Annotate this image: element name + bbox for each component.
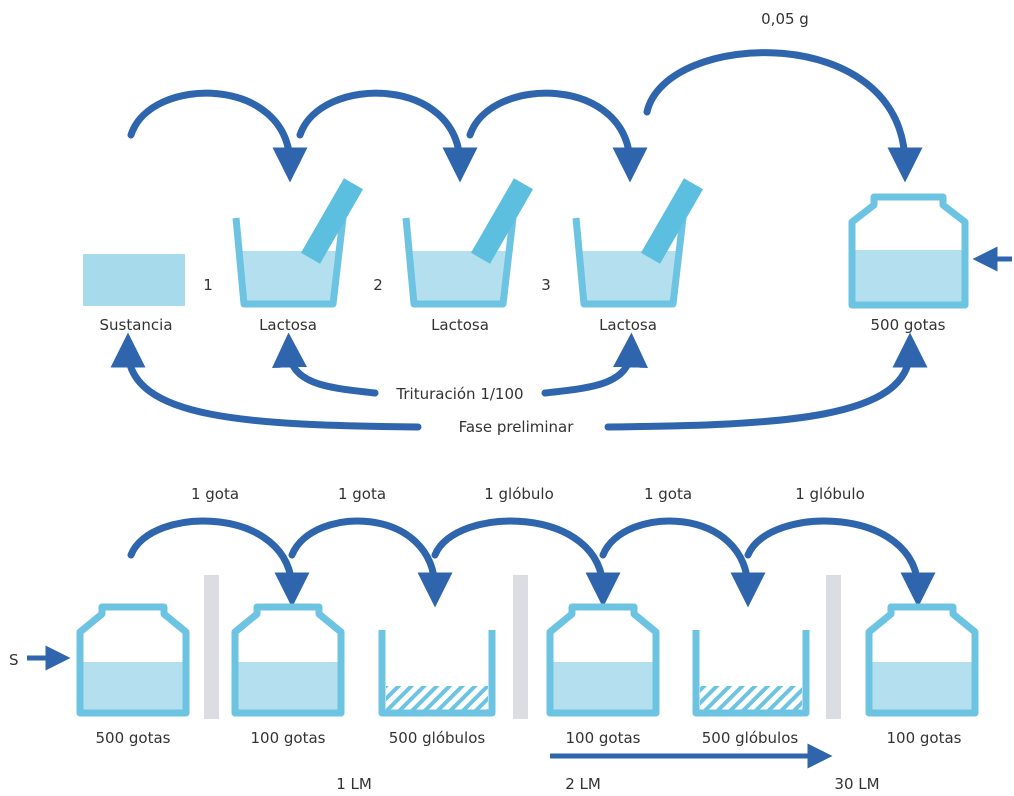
- bottle-500-gotas-top: [848, 193, 969, 309]
- label-sustancia: Sustancia: [99, 316, 172, 334]
- pestle-1: [300, 178, 364, 264]
- top-transfer-arrows: [127, 49, 923, 183]
- bottom-transfer-arrows: [127, 517, 936, 608]
- arrow-bottom-2: [288, 517, 453, 608]
- arrow-sustancia-to-lactosa-1: [127, 89, 308, 183]
- arrow-bottom-1: [127, 517, 310, 608]
- fase-preliminar-arrows: [110, 332, 928, 431]
- transfer-label-5: 1 glóbulo: [795, 485, 865, 503]
- bottle-500-gotas: [76, 603, 190, 717]
- arrow-lactosa-3-to-gotas: [643, 49, 923, 183]
- label-lactosa-3: Lactosa: [599, 316, 657, 334]
- label-lactosa-2: Lactosa: [431, 316, 489, 334]
- transfer-label-1: 1 gota: [191, 485, 239, 503]
- pestle-3: [640, 178, 704, 264]
- mortar-1: [232, 178, 364, 308]
- level-label-2lm: 2 LM: [565, 775, 601, 793]
- arrow-bottom-5: [744, 517, 936, 608]
- bottle-100-gotas-1: [231, 603, 345, 717]
- separator-3: [826, 575, 841, 719]
- mortar-3: [572, 178, 704, 308]
- container-label-2: 100 gotas: [251, 729, 326, 747]
- mass-label: 0,05 g: [761, 10, 809, 28]
- step-number-1: 1: [203, 276, 213, 294]
- arrow-bottom-3: [431, 517, 621, 608]
- bottle-100-gotas-3: [865, 603, 979, 717]
- level-label-30lm: 30 LM: [834, 775, 879, 793]
- container-label-6: 100 gotas: [887, 729, 962, 747]
- sustancia-block: [83, 254, 185, 306]
- label-500-gotas-top: 500 gotas: [871, 316, 946, 334]
- label-lactosa-1: Lactosa: [259, 316, 317, 334]
- dish-500-globulos-1: [378, 630, 496, 717]
- label-s: S: [9, 651, 19, 669]
- container-label-3: 500 glóbulos: [389, 729, 486, 747]
- container-label-1: 500 gotas: [96, 729, 171, 747]
- step-number-3: 3: [541, 276, 551, 294]
- dish-500-globulos-2: [692, 630, 810, 717]
- transfer-label-2: 1 gota: [338, 485, 386, 503]
- label-trituracion: Trituración 1/100: [395, 385, 523, 403]
- transfer-label-3: 1 glóbulo: [484, 485, 554, 503]
- arrow-bottom-4: [599, 517, 766, 608]
- arrow-lactosa-2-to-lactosa-3: [466, 89, 648, 183]
- step-number-2: 2: [373, 276, 383, 294]
- container-label-4: 100 gotas: [566, 729, 641, 747]
- bottle-100-gotas-2: [546, 603, 660, 717]
- separator-2: [513, 575, 528, 719]
- label-fase-preliminar: Fase preliminar: [459, 418, 575, 436]
- pestle-2: [470, 178, 534, 264]
- mortar-2: [402, 178, 534, 308]
- separator-1: [204, 575, 219, 719]
- container-label-5: 500 glóbulos: [702, 729, 799, 747]
- level-label-1lm: 1 LM: [336, 775, 372, 793]
- arrow-lactosa-1-to-lactosa-2: [296, 89, 478, 183]
- trituracion-arrows: [272, 332, 648, 397]
- transfer-label-4: 1 gota: [644, 485, 692, 503]
